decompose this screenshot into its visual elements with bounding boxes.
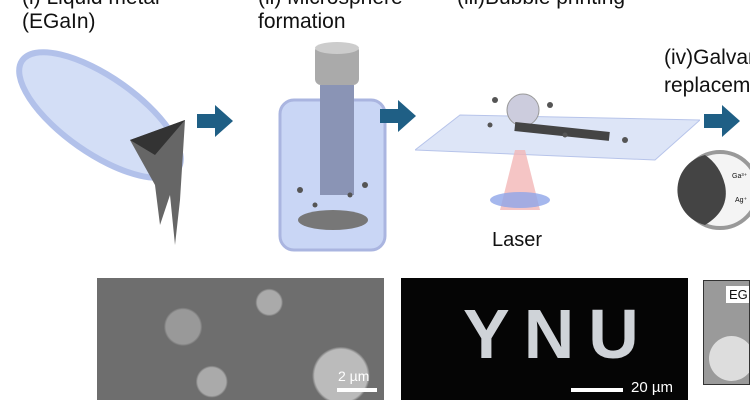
ion-ga: Ga³⁺ xyxy=(732,173,748,180)
step3-label-top: (iii)Bubble printing xyxy=(457,0,625,10)
microsphere-vial-illustration xyxy=(278,42,387,252)
ynu-printed-image: YNU 20 µm xyxy=(401,278,688,400)
step2-label: formation xyxy=(258,10,346,33)
step1-label-top: (i) Liquid metal xyxy=(22,0,160,10)
arrow-icon xyxy=(197,105,233,137)
step1-label: (EGaIn) xyxy=(22,10,96,33)
liquid-metal-dish-illustration xyxy=(16,49,185,245)
step4-label: replacement xyxy=(664,74,750,97)
bubble-printing-illustration xyxy=(415,93,700,210)
photo-tag: EG xyxy=(726,286,749,303)
electrode-photo: EG xyxy=(703,280,750,385)
arrow-icon xyxy=(380,100,416,132)
laser-label: Laser xyxy=(492,229,543,251)
step4-label-top: (iv)Galvanic xyxy=(664,46,750,69)
sem-microspheres-image: 2 µm xyxy=(97,278,384,400)
arrow-icon xyxy=(704,105,740,137)
magnifier-illustration xyxy=(677,150,750,230)
step2-label-top: (ii) Microsphere xyxy=(258,0,403,10)
scale-bar-label: 20 µm xyxy=(631,379,673,396)
ion-ag: Ag⁺ xyxy=(735,197,748,204)
scale-bar-label: 2 µm xyxy=(338,368,370,384)
ynu-text: YNU xyxy=(463,295,653,373)
